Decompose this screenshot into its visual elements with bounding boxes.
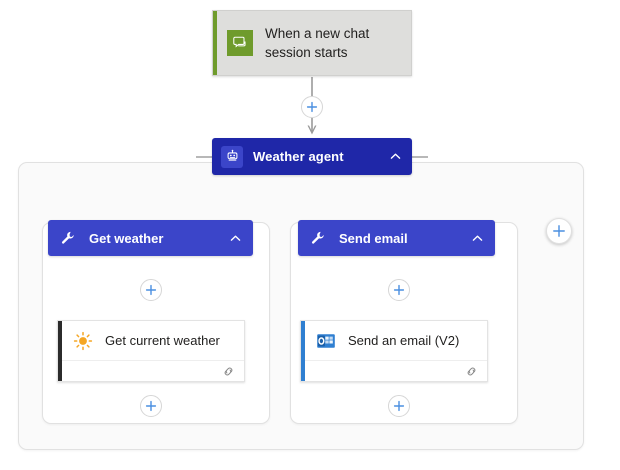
action-card-get-current-weather[interactable]: Get current weather — [57, 320, 245, 382]
action-card-main: Send an email (V2) — [301, 321, 487, 361]
action-card-footer — [58, 361, 244, 381]
tool-header-get-weather[interactable]: Get weather — [48, 220, 253, 256]
trigger-accent-bar — [213, 11, 217, 75]
sun-icon — [72, 330, 94, 352]
trigger-label: When a new chat session starts — [265, 24, 369, 62]
card-accent-bar — [301, 321, 305, 381]
action-card-label: Get current weather — [105, 333, 220, 348]
add-step-get-weather-above-button[interactable] — [140, 279, 162, 301]
action-card-footer — [301, 361, 487, 381]
wrench-icon — [60, 230, 78, 246]
chevron-up-icon[interactable] — [229, 232, 242, 245]
agent-title: Weather agent — [253, 149, 344, 164]
tool-header-send-email[interactable]: Send email — [298, 220, 495, 256]
agent-node-header[interactable]: Weather agent — [212, 138, 412, 175]
add-step-send-email-above-button[interactable] — [388, 279, 410, 301]
add-step-get-weather-below-button[interactable] — [140, 395, 162, 417]
tool-title: Get weather — [89, 230, 164, 246]
card-accent-bar — [58, 321, 62, 381]
chevron-up-icon[interactable] — [471, 232, 484, 245]
link-icon[interactable] — [465, 365, 478, 378]
chat-bubble-icon — [227, 30, 253, 56]
outlook-icon — [315, 330, 337, 352]
trigger-label-line-2: session starts — [265, 45, 348, 60]
link-icon[interactable] — [222, 365, 235, 378]
action-card-label: Send an email (V2) — [348, 333, 460, 348]
trigger-node[interactable]: When a new chat session starts — [212, 10, 412, 76]
add-step-send-email-below-button[interactable] — [388, 395, 410, 417]
action-card-main: Get current weather — [58, 321, 244, 361]
chevron-up-icon[interactable] — [389, 150, 402, 163]
add-tool-to-agent-button[interactable] — [546, 218, 572, 244]
tool-title: Send email — [339, 230, 408, 246]
add-step-trigger-to-agent-button[interactable] — [301, 96, 323, 118]
wrench-icon — [310, 230, 328, 246]
action-card-send-an-email[interactable]: Send an email (V2) — [300, 320, 488, 382]
robot-icon — [221, 145, 243, 168]
trigger-label-line-1: When a new chat — [265, 26, 370, 41]
